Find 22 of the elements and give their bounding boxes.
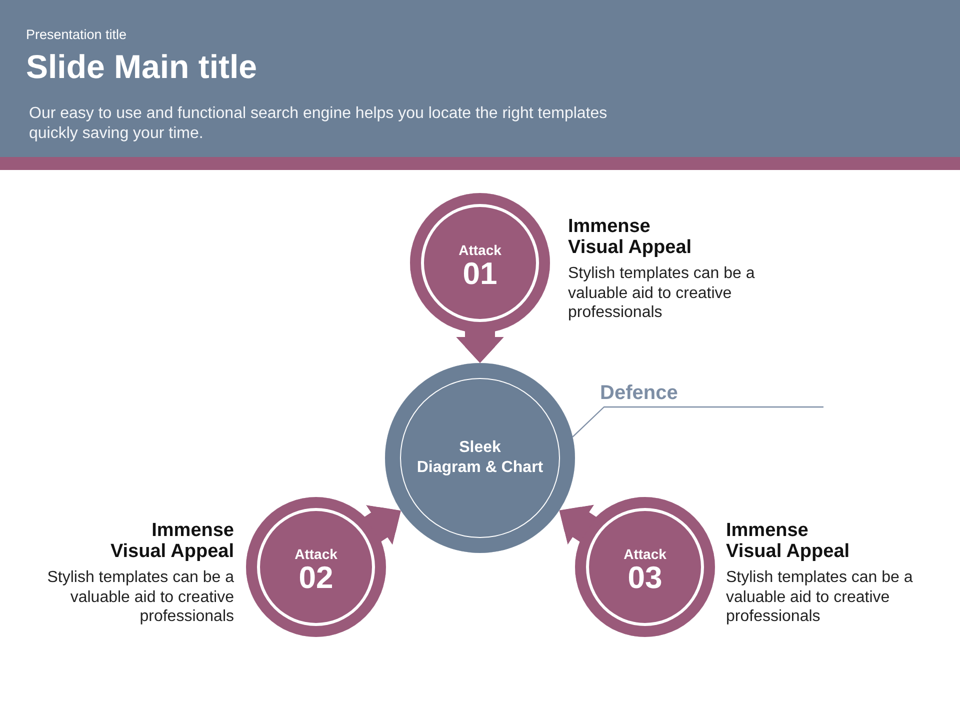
leader-line <box>572 406 824 438</box>
arrow <box>559 504 597 545</box>
node-heading: Immense Visual Appeal <box>726 520 851 562</box>
node-label: Attack <box>624 545 666 564</box>
intro-paragraph: Our easy to use and functional search engine helps you locate the right templates quickly saving your time. <box>29 104 608 143</box>
node-number: 01 <box>462 261 498 287</box>
node-label: Attack <box>294 545 338 564</box>
node-label: Attack <box>458 241 502 260</box>
node-description: Stylish templates can be a valuable aid to creative professionals <box>46 568 234 626</box>
arrow <box>456 331 504 363</box>
node-description: Stylish templates can be a valuable aid to creative professionals <box>726 568 914 626</box>
callout-label: Defence <box>600 382 678 407</box>
presentation-label: Presentation title <box>26 27 128 43</box>
slide-title: Slide Main title <box>26 48 258 86</box>
node-heading: Immense Visual Appeal <box>109 520 234 562</box>
node-number: 02 <box>298 565 334 591</box>
node-heading: Immense Visual Appeal <box>568 216 693 258</box>
arrow <box>364 505 401 545</box>
node-title: Sleek <box>459 438 501 458</box>
node-subtitle: Diagram & Chart <box>416 458 544 478</box>
node-number: 03 <box>628 565 662 591</box>
node-description: Stylish templates can be a valuable aid to creative professionals <box>568 264 756 322</box>
